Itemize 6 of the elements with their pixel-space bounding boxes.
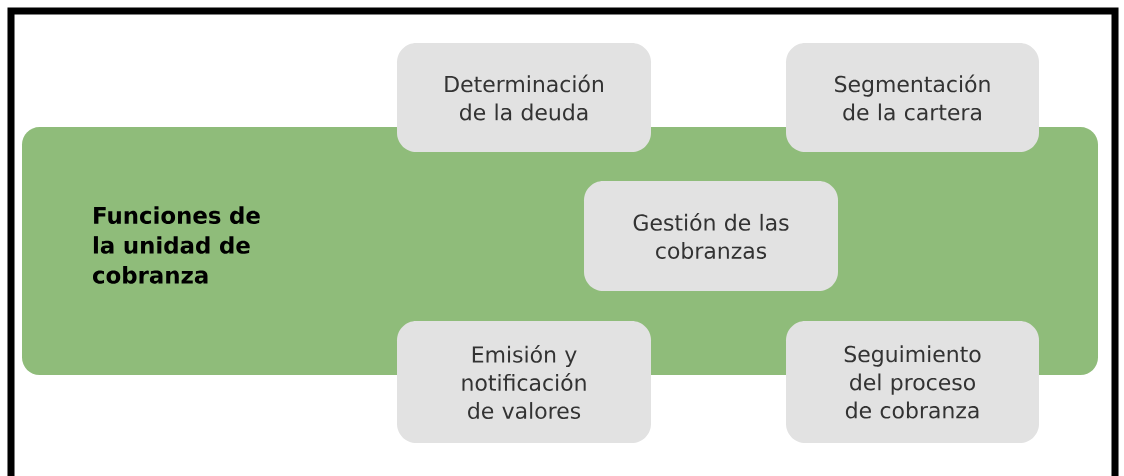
rounded-box: Segmentación de la cartera bbox=[786, 43, 1039, 152]
rounded-box: Emisión y notificación de valores bbox=[397, 321, 651, 443]
band-label: Funciones de la unidad de cobranza bbox=[93, 206, 260, 284]
rounded-box: Determinación de la deuda bbox=[397, 43, 651, 152]
rounded-box: Seguimiento del proceso de cobranza bbox=[786, 321, 1039, 443]
rounded-box: Gestión de las cobranzas bbox=[584, 181, 838, 291]
